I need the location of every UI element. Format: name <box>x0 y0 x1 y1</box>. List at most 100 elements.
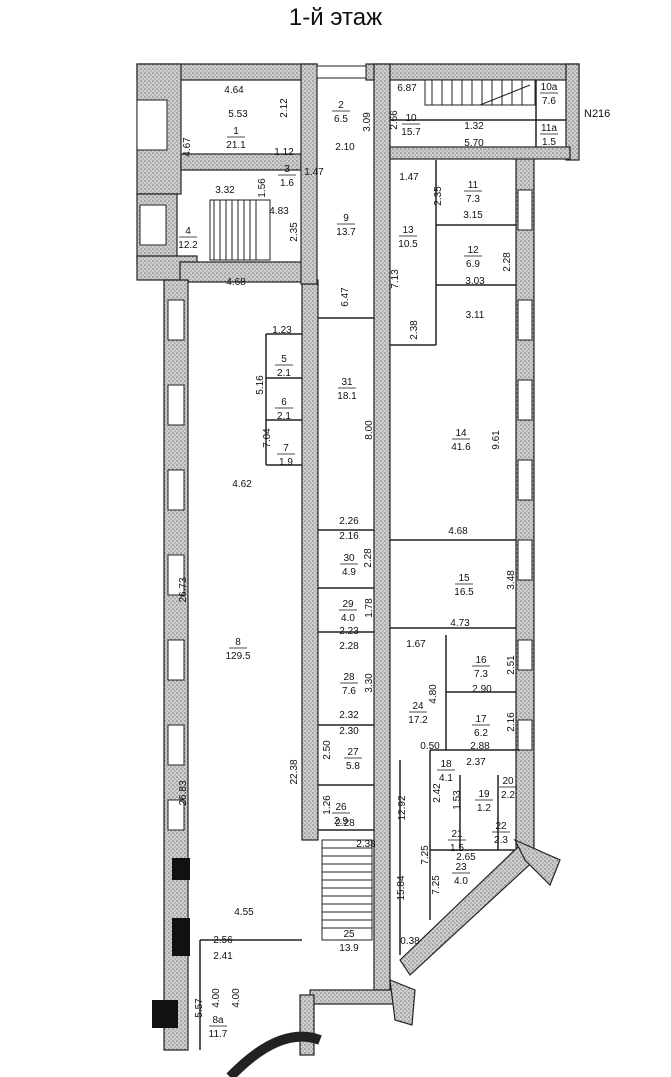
room-area: 2.1 <box>277 368 291 379</box>
room-number: 11 <box>468 180 479 191</box>
dimension-label: 2.90 <box>472 684 492 695</box>
dimension-label: 2.23 <box>339 626 359 637</box>
dimension-label: 12.92 <box>397 795 408 820</box>
dimension-label: 2.28 <box>502 252 513 272</box>
dimension-label: 0.38 <box>400 936 420 947</box>
room-number: 5 <box>281 354 287 365</box>
room-number: 6 <box>281 397 287 408</box>
dimension-label: 4.64 <box>224 85 244 96</box>
room-area: 4.1 <box>439 773 453 784</box>
dimension-label: 2.37 <box>466 757 486 768</box>
room-number: 17 <box>475 714 487 725</box>
dimension-label: 4.68 <box>226 277 246 288</box>
dimension-label: 2.35 <box>289 222 300 242</box>
pillars <box>152 858 190 1028</box>
room-number: 27 <box>347 747 359 758</box>
room-area: 17.2 <box>408 715 428 726</box>
dimension-label: 3.03 <box>465 276 485 287</box>
wall-bottom-left <box>299 994 315 1056</box>
dimension-label: 2.26 <box>339 516 359 527</box>
room-area: 4.9 <box>342 567 356 578</box>
room-area: 6.2 <box>474 728 488 739</box>
room-number: 29 <box>342 599 354 610</box>
dimension-label: 6.87 <box>397 83 417 94</box>
dimension-label: 7.25 <box>431 875 442 895</box>
dimension-label: 3.11 <box>466 310 485 321</box>
dimension-label: 2.28 <box>335 818 355 829</box>
dimension-label: 1.12 <box>274 147 294 158</box>
room-number: 26 <box>335 802 347 813</box>
room-number: 23 <box>455 862 467 873</box>
room-area: 1.5 <box>450 843 464 854</box>
room-area: 4.0 <box>454 876 468 887</box>
wall-room10-bottom <box>389 146 571 160</box>
dimension-label: 6.47 <box>340 287 351 307</box>
room-area: 11.7 <box>209 1029 228 1040</box>
room-area: 13.9 <box>339 943 359 954</box>
room-number: 8 <box>235 637 241 648</box>
dimension-label: 2.32 <box>339 710 359 721</box>
dimension-label: 4.55 <box>234 907 254 918</box>
room-number: 1 <box>233 126 239 137</box>
room-number: 10 <box>405 113 417 124</box>
dimension-label: 1.47 <box>399 172 419 183</box>
room-area: 18.1 <box>337 391 357 402</box>
room-area: 10.5 <box>398 239 418 250</box>
room-number: 30 <box>343 553 355 564</box>
dimension-label: 26.73 <box>178 577 189 602</box>
dimension-label: 2.30 <box>339 726 359 737</box>
room-number: 13 <box>402 225 414 236</box>
dimension-label: 2.56 <box>213 935 233 946</box>
room-area: 2.3 <box>494 835 508 846</box>
dimension-label: 2.28 <box>339 641 359 652</box>
dimension-label: 2.38 <box>356 839 376 850</box>
windows-top <box>136 65 367 246</box>
dimension-label: 5.16 <box>255 375 266 395</box>
dimension-label: 5.53 <box>228 109 248 120</box>
dimension-label: 8.00 <box>364 420 375 440</box>
dimension-label: 7.13 <box>390 269 401 289</box>
room-number: 19 <box>478 789 490 800</box>
wall-inner-left <box>301 279 319 841</box>
wall-corner-right <box>513 838 561 887</box>
room-number: 2 <box>338 100 344 111</box>
dimension-label: 3.32 <box>215 185 235 196</box>
dimension-label: 2.16 <box>339 531 359 542</box>
room-area: 12.2 <box>178 240 198 251</box>
dimension-label: 4.67 <box>182 137 193 157</box>
wall-bottom-stair <box>309 989 401 1005</box>
room-number: 31 <box>341 377 353 388</box>
dimension-label: 1.26 <box>322 795 333 815</box>
room-number: 8а <box>212 1015 224 1026</box>
dimension-label: 2.51 <box>506 655 517 675</box>
dimension-label: 2.42 <box>432 783 443 803</box>
dimension-label: 1.67 <box>406 639 426 650</box>
dimension-label: 4.62 <box>232 479 252 490</box>
room-area: 2.1 <box>277 411 291 422</box>
room-area: 16.5 <box>454 587 474 598</box>
room-number: 14 <box>455 428 467 439</box>
dimension-label: 3.09 <box>362 112 373 132</box>
room-area: 7.3 <box>474 669 488 680</box>
windows-left <box>167 299 185 831</box>
room-area: 13.7 <box>336 227 356 238</box>
partitions <box>199 80 566 1050</box>
room-area: 1.2 <box>477 803 491 814</box>
stair-room25 <box>321 839 373 941</box>
room-number: 20 <box>502 776 514 787</box>
room-area: 21.1 <box>226 140 246 151</box>
dimension-label: 5.57 <box>194 998 205 1018</box>
dimension-label: 1.23 <box>272 325 292 336</box>
dimension-label: 1.32 <box>464 121 484 132</box>
room-area: 7.6 <box>542 96 556 107</box>
curved-bay <box>226 1031 322 1077</box>
dimension-label: 22.38 <box>289 759 300 784</box>
room-area: 129.5 <box>225 651 250 662</box>
room-number: 10а <box>541 82 558 93</box>
dimension-label: 1.47 <box>304 167 324 178</box>
room-labels: 121.126.531.6412.252.162.171.98129.58а11… <box>178 82 558 1040</box>
wall-spine <box>373 63 391 1000</box>
room-number: 15 <box>458 573 470 584</box>
stair-room10 <box>424 79 536 106</box>
